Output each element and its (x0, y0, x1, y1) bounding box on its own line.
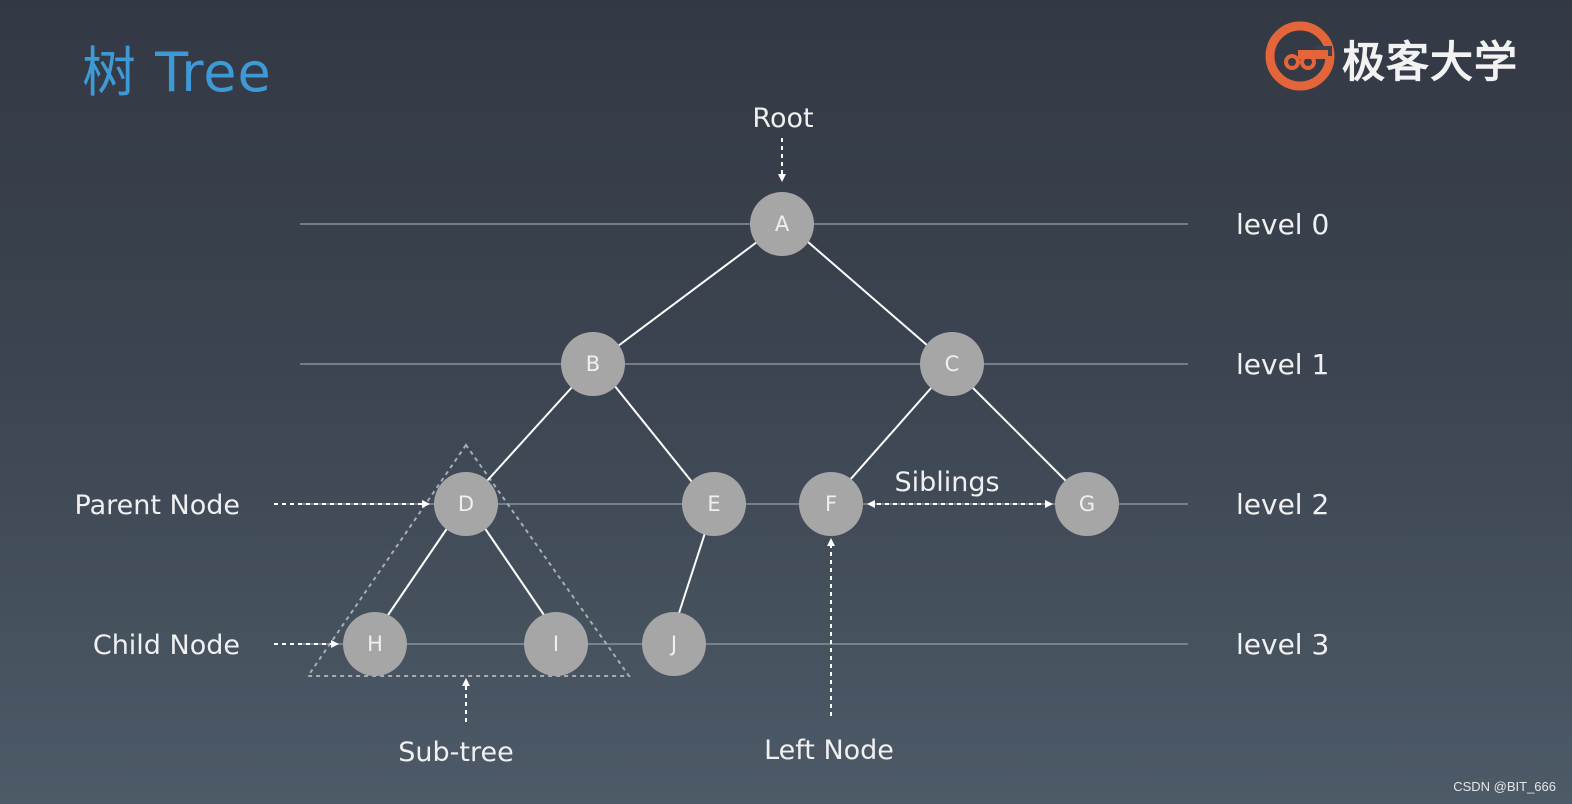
node-a-label: A (775, 212, 790, 236)
node-d: D (434, 472, 498, 536)
annotation-arrows (274, 138, 1053, 722)
level-2-label: level 2 (1236, 488, 1329, 521)
edge-e-j (678, 532, 706, 614)
edge-d-h (387, 526, 449, 616)
edge-c-f (848, 386, 933, 482)
siblings-label: Siblings (894, 467, 999, 498)
level-3-label: level 3 (1236, 628, 1329, 661)
node-h: H (343, 612, 407, 676)
logo-icon (1265, 21, 1335, 91)
left-node-label: Left Node (764, 735, 894, 766)
edge-b-e (613, 384, 693, 483)
subtree-label: Sub-tree (398, 737, 513, 768)
edge-d-i (483, 526, 545, 616)
tree-nodes: A B C D E F G H (343, 192, 1119, 676)
level-lines (300, 223, 1188, 645)
node-j-label: J (669, 632, 677, 656)
edge-a-b (617, 241, 758, 347)
node-c-label: C (945, 352, 960, 376)
logo: 极客大学 (1262, 18, 1532, 94)
level-0-label: level 0 (1236, 208, 1329, 241)
parent-node-label: Parent Node (75, 490, 240, 521)
node-i-label: I (553, 632, 559, 656)
node-g-label: G (1079, 492, 1095, 516)
subtree-triangle (306, 443, 631, 677)
node-g: G (1055, 472, 1119, 536)
edge-b-d (485, 384, 575, 483)
page-title: 树 Tree (82, 41, 272, 104)
node-f-label: F (825, 492, 837, 516)
node-e-label: E (707, 492, 720, 516)
watermark: CSDN @BIT_666 (1453, 779, 1556, 794)
node-f: F (799, 472, 863, 536)
level-1-label: level 1 (1236, 348, 1329, 381)
edge-c-g (971, 386, 1067, 482)
tree-edges (387, 241, 1067, 616)
node-c: C (920, 332, 984, 396)
node-a: A (750, 192, 814, 256)
node-h-label: H (367, 632, 383, 656)
node-d-label: D (458, 492, 474, 516)
logo-text: 极客大学 (1342, 38, 1518, 88)
node-e: E (682, 472, 746, 536)
root-label: Root (752, 103, 813, 134)
edge-a-c (807, 241, 929, 347)
node-b: B (561, 332, 625, 396)
node-i: I (524, 612, 588, 676)
child-node-label: Child Node (93, 630, 240, 661)
node-b-label: B (586, 352, 600, 376)
node-j: J (642, 612, 706, 676)
